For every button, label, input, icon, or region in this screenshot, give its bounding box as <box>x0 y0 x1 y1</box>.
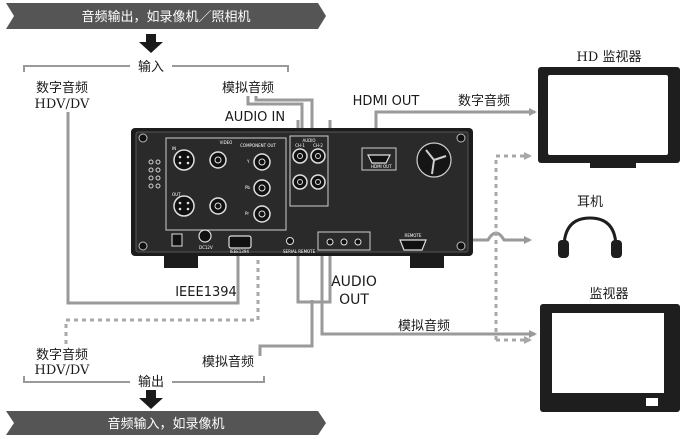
panel-hdmi-label: HDMI <box>371 164 382 169</box>
panel-remote-label: REMOTE <box>405 233 422 238</box>
input-label: 输入 <box>138 59 164 75</box>
hdv-dv-top-label: HDV/DV <box>35 97 90 112</box>
hd-monitor <box>538 67 680 168</box>
panel-pr-label: Pr <box>245 211 249 216</box>
hdmi-out-label: HDMI OUT <box>353 94 420 109</box>
device-rear-panel: VIDEO COMPONENT OUT IN OUT Y Pb Pr AUDIO <box>131 128 473 268</box>
ieee1394-label: IEEE1394 <box>175 285 237 300</box>
bottom-banner-text: 音频输入，如录像机 <box>107 416 224 432</box>
digital-audio-hdmi-label: 数字音频 <box>458 93 510 109</box>
monitor-label: 监视器 <box>589 287 628 302</box>
panel-out-label: OUT <box>172 192 181 197</box>
audio-in-label: AUDIO IN <box>225 110 285 125</box>
panel-ch2-label: CH-2 <box>313 143 323 148</box>
input-bracket <box>23 65 289 72</box>
input-arrow-icon <box>139 34 163 53</box>
audio-out-label-line1: AUDIO <box>331 274 377 290</box>
hdv-dv-bottom-label: HDV/DV <box>35 363 90 378</box>
output-label: 输出 <box>138 374 164 390</box>
headphones-label: 耳机 <box>577 195 603 210</box>
panel-in-label: IN <box>172 146 176 151</box>
bottom-banner: 音频输入，如录像机 <box>6 411 326 435</box>
digital-audio-top-label: 数字音频 <box>36 80 88 96</box>
audio-out-label-line2: OUT <box>339 292 369 308</box>
analog-audio-monitor-label: 模拟音频 <box>398 318 450 334</box>
panel-serial-label: SERIAL REMOTE <box>283 249 316 254</box>
panel-y-label: Y <box>246 159 250 164</box>
panel-pb-label: Pb <box>245 185 250 190</box>
panel-video-label: VIDEO <box>220 140 233 145</box>
top-banner-text: 音频输出，如录像机／照相机 <box>81 9 250 25</box>
headphones-icon <box>558 216 622 258</box>
dotted-cables <box>64 152 532 348</box>
panel-hdmi-out-label: OUT <box>383 164 392 169</box>
monitor <box>540 304 680 412</box>
panel-audio-label: AUDIO <box>302 138 315 143</box>
digital-audio-bottom-label: 数字音频 <box>36 347 88 363</box>
panel-ch1-label: CH-1 <box>295 143 305 148</box>
panel-ieee-label: IEEE1394 <box>230 249 249 254</box>
output-arrow-icon <box>139 390 163 409</box>
analog-audio-bottom-label: 模拟音频 <box>202 354 254 370</box>
output-bracket <box>23 376 265 383</box>
panel-dc-label: DC12V <box>199 245 213 250</box>
hd-monitor-label: HD 监视器 <box>577 50 642 65</box>
analog-audio-top-label: 模拟音频 <box>222 80 274 96</box>
panel-component-label: COMPONENT OUT <box>240 143 276 148</box>
top-banner: 音频输出，如录像机／照相机 <box>6 3 326 29</box>
